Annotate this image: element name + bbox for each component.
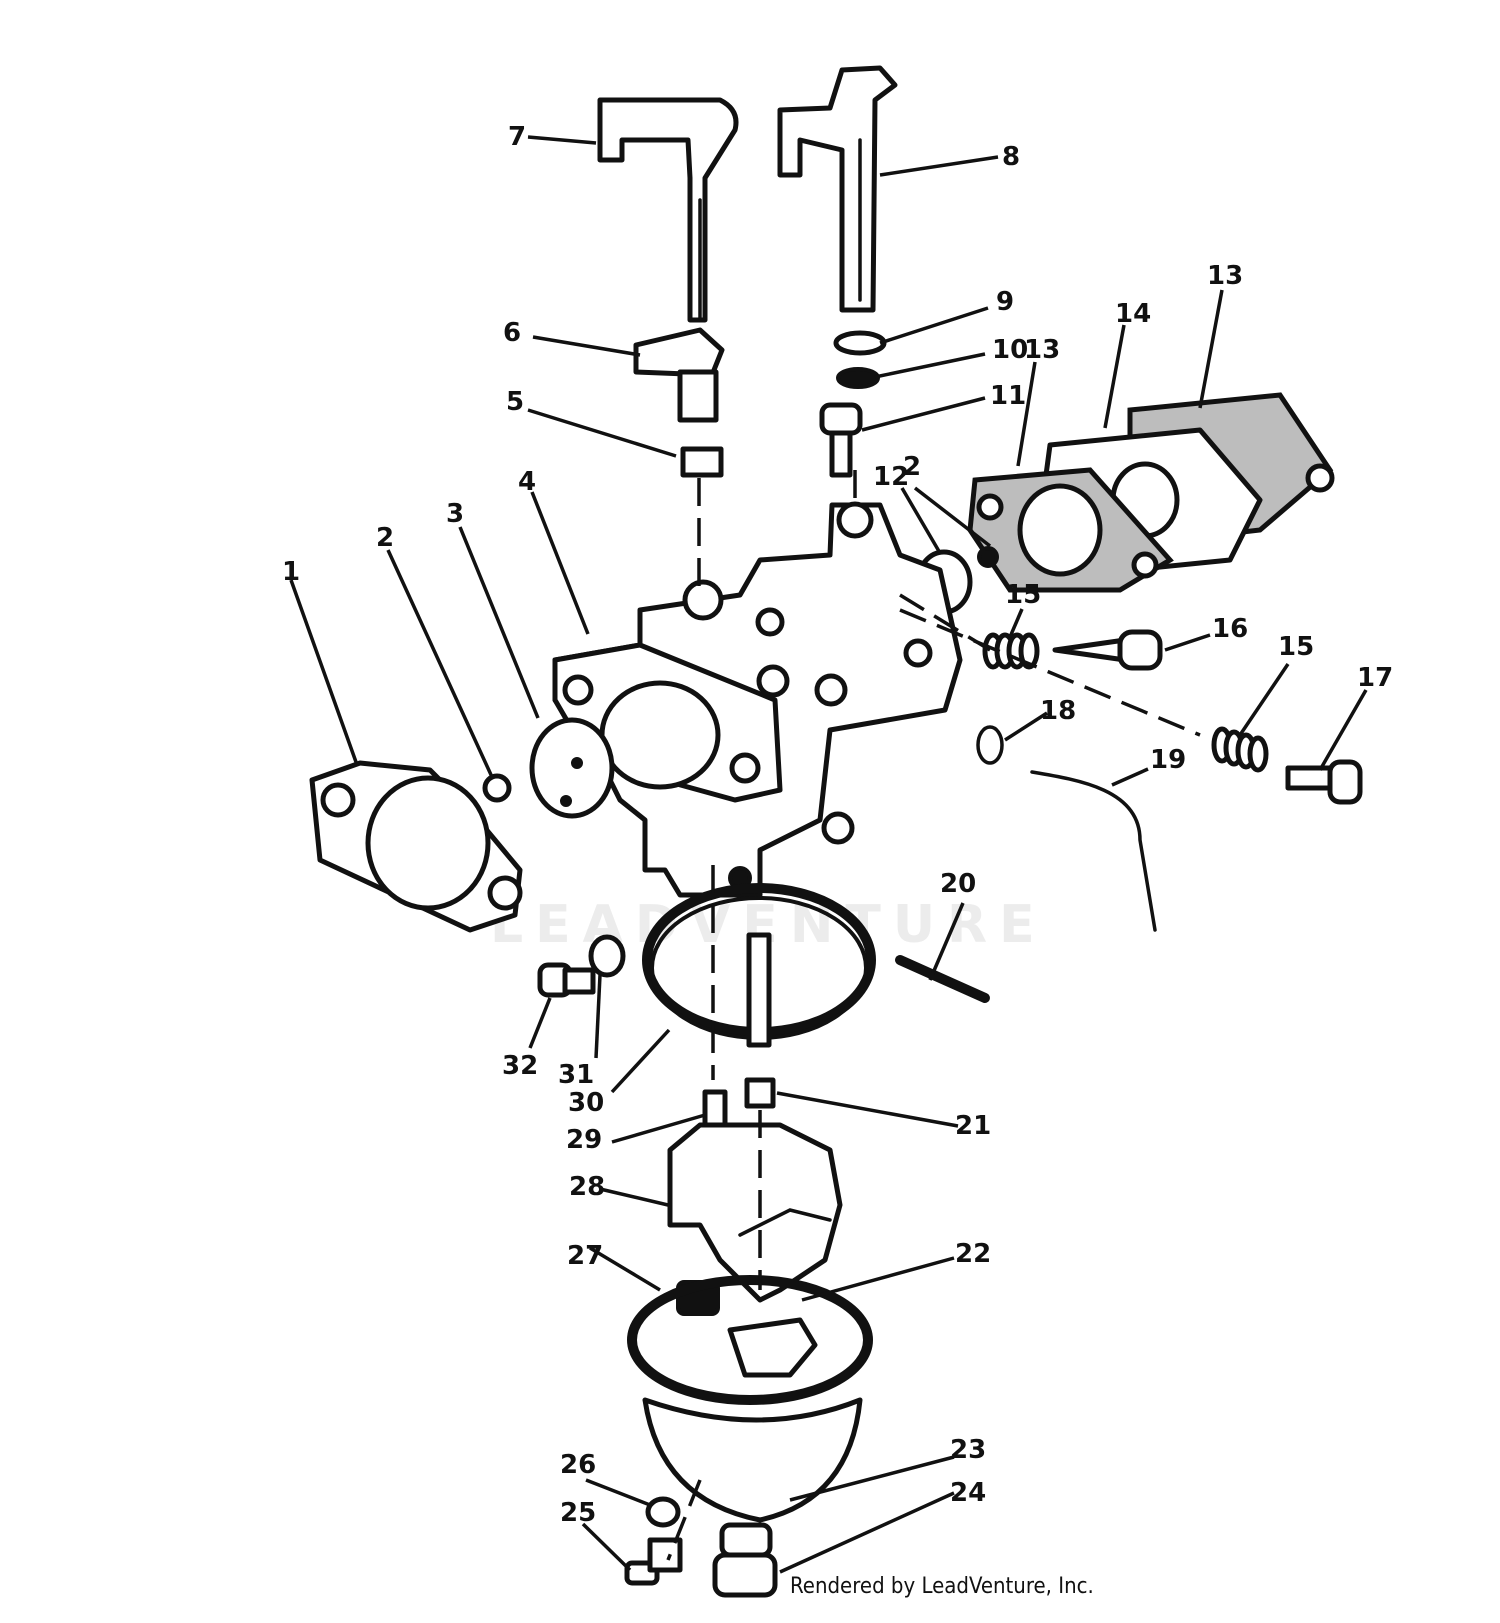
callout-10: 10: [992, 335, 1028, 365]
callout-8: 8: [1002, 142, 1020, 172]
part-6-lever-plate: [633, 327, 725, 423]
part-28-float: [667, 1122, 843, 1303]
callout-17: 17: [1357, 663, 1393, 693]
callout-27: 27: [567, 1241, 603, 1271]
part-32-screw: [537, 962, 596, 998]
part-13-gasket-front: [967, 467, 1174, 593]
part-21-seat: [744, 1077, 776, 1109]
callout-2-right: 2: [903, 452, 921, 482]
part-22-bracket: [727, 1317, 818, 1378]
callout-12: 12: [873, 462, 909, 492]
part-19-hose: [1030, 770, 1157, 932]
callout-16: 16: [1212, 614, 1248, 644]
callout-24: 24: [950, 1478, 986, 1508]
callout-31: 31: [558, 1060, 594, 1090]
callout-7: 7: [508, 122, 526, 152]
callout-14: 14: [1115, 299, 1151, 329]
part-4-carburetor-body: [552, 501, 963, 898]
callout-18: 18: [1040, 696, 1076, 726]
part-25-screw: [624, 1537, 683, 1586]
part-23-float-bowl: [627, 1275, 873, 1523]
part-20-pin: [895, 955, 990, 1003]
callout-2-left: 2: [376, 523, 394, 553]
part-3-choke-plate: [529, 717, 615, 819]
callout-21: 21: [955, 1111, 991, 1141]
callout-labels: 1 2 2 3 4 5 6 7 8 9 10 11 12 13 13 14 15…: [282, 122, 1393, 1528]
part-5-bushing: [680, 446, 724, 478]
callout-3: 3: [446, 499, 464, 529]
part-2-screw-left: [482, 773, 512, 803]
credit-text: Rendered by LeadVenture, Inc.: [790, 1574, 1094, 1599]
centerlines: [666, 470, 1201, 1561]
callout-19: 19: [1150, 745, 1186, 775]
callout-1: 1: [282, 557, 300, 587]
part-2-screw-right: [977, 546, 999, 568]
part-7-choke-lever: [597, 97, 739, 323]
part-17-screw: [1285, 759, 1363, 805]
part-31-seal: [588, 934, 626, 978]
callout-20: 20: [940, 869, 976, 899]
callout-15-lower: 15: [1278, 632, 1314, 662]
callout-29: 29: [566, 1125, 602, 1155]
callout-22: 22: [955, 1239, 991, 1269]
callout-4: 4: [518, 467, 536, 497]
part-24-bowl-nut: [712, 1522, 778, 1598]
callout-30: 30: [568, 1088, 604, 1118]
part-26-washer: [645, 1496, 681, 1528]
callout-15-upper: 15: [1005, 580, 1041, 610]
callout-26: 26: [560, 1450, 596, 1480]
callout-9: 9: [996, 287, 1014, 317]
callout-32: 32: [502, 1051, 538, 1081]
callout-5: 5: [506, 387, 524, 417]
leader-lines: [289, 135, 1368, 1574]
part-1-gasket: [309, 760, 523, 933]
part-8-throttle-shaft: [777, 65, 898, 313]
part-16-idle-screw: [1052, 629, 1163, 671]
callout-13-front: 13: [1024, 335, 1060, 365]
callout-13-rear: 13: [1207, 261, 1243, 291]
callout-25: 25: [560, 1498, 596, 1528]
callout-28: 28: [569, 1172, 605, 1202]
callout-23: 23: [950, 1435, 986, 1465]
needle: [746, 932, 772, 1048]
part-10-seal: [836, 367, 880, 389]
part-15-spring-lower: [1211, 726, 1269, 773]
part-11-screw: [819, 402, 863, 478]
part-9-washer: [833, 330, 887, 356]
callout-11: 11: [990, 381, 1026, 411]
callout-6: 6: [503, 318, 521, 348]
part-18-clip: [976, 725, 1004, 765]
